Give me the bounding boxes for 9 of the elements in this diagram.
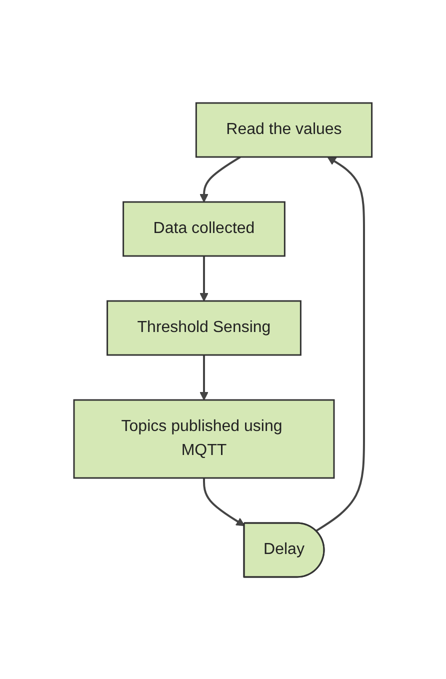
arrow (316, 156, 366, 532)
node-box: Threshold Sensing (106, 300, 302, 356)
node-box: Read the values (196, 102, 373, 158)
arrow (200, 354, 208, 400)
arrow (200, 156, 241, 202)
node-box: Topics published using MQTT (73, 398, 335, 478)
arrow (203, 478, 245, 526)
arrow (200, 256, 208, 301)
node-box: Data collected (122, 200, 286, 256)
